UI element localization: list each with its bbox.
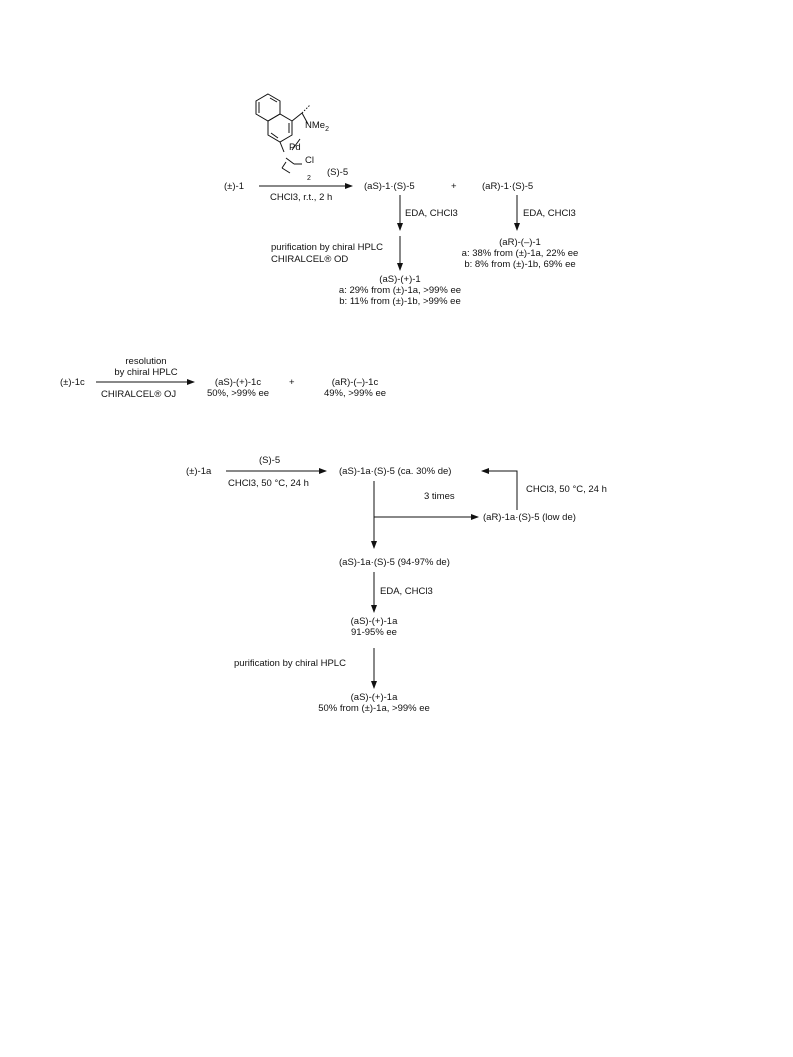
scheme2-below: CHIRALCEL® OJ xyxy=(101,389,177,400)
scheme3-recycle-conditions: CHCl3, 50 °C, 24 h xyxy=(526,484,607,495)
scheme3-complex2: (aS)-1a·(S)-5 (94-97% de) xyxy=(339,557,450,568)
scheme3-recycle-arrow xyxy=(481,468,518,510)
scheme3-final-yield: 50% from (±)-1a, >99% ee xyxy=(318,703,430,714)
scheme2-prod2-name: (aR)-(–)-1c xyxy=(331,377,379,388)
scheme1-product-right: (aR)-1·(S)-5 xyxy=(482,181,534,192)
cl-label: Cl xyxy=(305,155,314,166)
scheme3-final-name: (aS)-(+)-1a xyxy=(350,692,398,703)
scheme1-conditions: CHCl3, r.t., 2 h xyxy=(270,192,333,203)
nme2-subscript: 2 xyxy=(325,125,329,133)
scheme3-complex1: (aS)-1a·(S)-5 (ca. 30% de) xyxy=(339,466,452,477)
scheme2-prod1-name: (aS)-(+)-1c xyxy=(214,377,262,388)
scheme2-plus: + xyxy=(289,377,295,388)
scheme3-conditions: CHCl3, 50 °C, 24 h xyxy=(228,478,309,489)
scheme3-reagent: (S)-5 xyxy=(259,455,281,466)
scheme2-above-line1: resolution xyxy=(125,356,167,367)
scheme3-times: 3 times xyxy=(424,491,455,502)
palladacycle-structure xyxy=(255,93,311,174)
dimer-subscript: 2 xyxy=(307,175,311,182)
scheme1-start: (±)-1 xyxy=(224,181,244,192)
scheme3-complex-low: (aR)-1a·(S)-5 (low de) xyxy=(483,512,576,523)
scheme1-plus: + xyxy=(451,181,457,192)
scheme3-product-name: (aS)-(+)-1a xyxy=(350,616,398,627)
nme2-label: NMe xyxy=(305,120,326,131)
scheme1-reagent: (S)-5 xyxy=(327,167,349,178)
scheme1-hplc-line2: CHIRALCEL® OD xyxy=(271,254,349,265)
scheme1-left-final-a: a: 29% from (±)-1a, >99% ee xyxy=(338,285,462,296)
scheme1-step-right: EDA, CHCl3 xyxy=(523,208,576,219)
scheme3-start: (±)-1a xyxy=(186,466,212,477)
scheme1-step-left: EDA, CHCl3 xyxy=(405,208,458,219)
scheme1-left-final-name: (aS)-(+)-1 xyxy=(379,274,421,285)
scheme2-prod2-yield: 49%, >99% ee xyxy=(323,388,387,399)
pd-label: Pd xyxy=(289,142,301,153)
scheme1-right-final-a: a: 38% from (±)-1a, 22% ee xyxy=(461,248,579,259)
scheme2-start: (±)-1c xyxy=(60,377,85,388)
scheme2-prod1-yield: 50%, >99% ee xyxy=(206,388,270,399)
scheme1-right-final-name: (aR)-(–)-1 xyxy=(499,237,541,248)
scheme1-product-left: (aS)-1·(S)-5 xyxy=(364,181,415,192)
scheme1-left-final-b: b: 11% from (±)-1b, >99% ee xyxy=(339,296,461,307)
scheme2-above-line2: by chiral HPLC xyxy=(114,367,178,378)
scheme1-right-final-b: b: 8% from (±)-1b, 69% ee xyxy=(464,259,576,270)
scheme3-product-ee: 91-95% ee xyxy=(351,627,397,638)
scheme3-step: EDA, CHCl3 xyxy=(380,586,433,597)
scheme3-hplc: purification by chiral HPLC xyxy=(234,658,346,669)
scheme1-hplc-line1: purification by chiral HPLC xyxy=(271,242,383,253)
